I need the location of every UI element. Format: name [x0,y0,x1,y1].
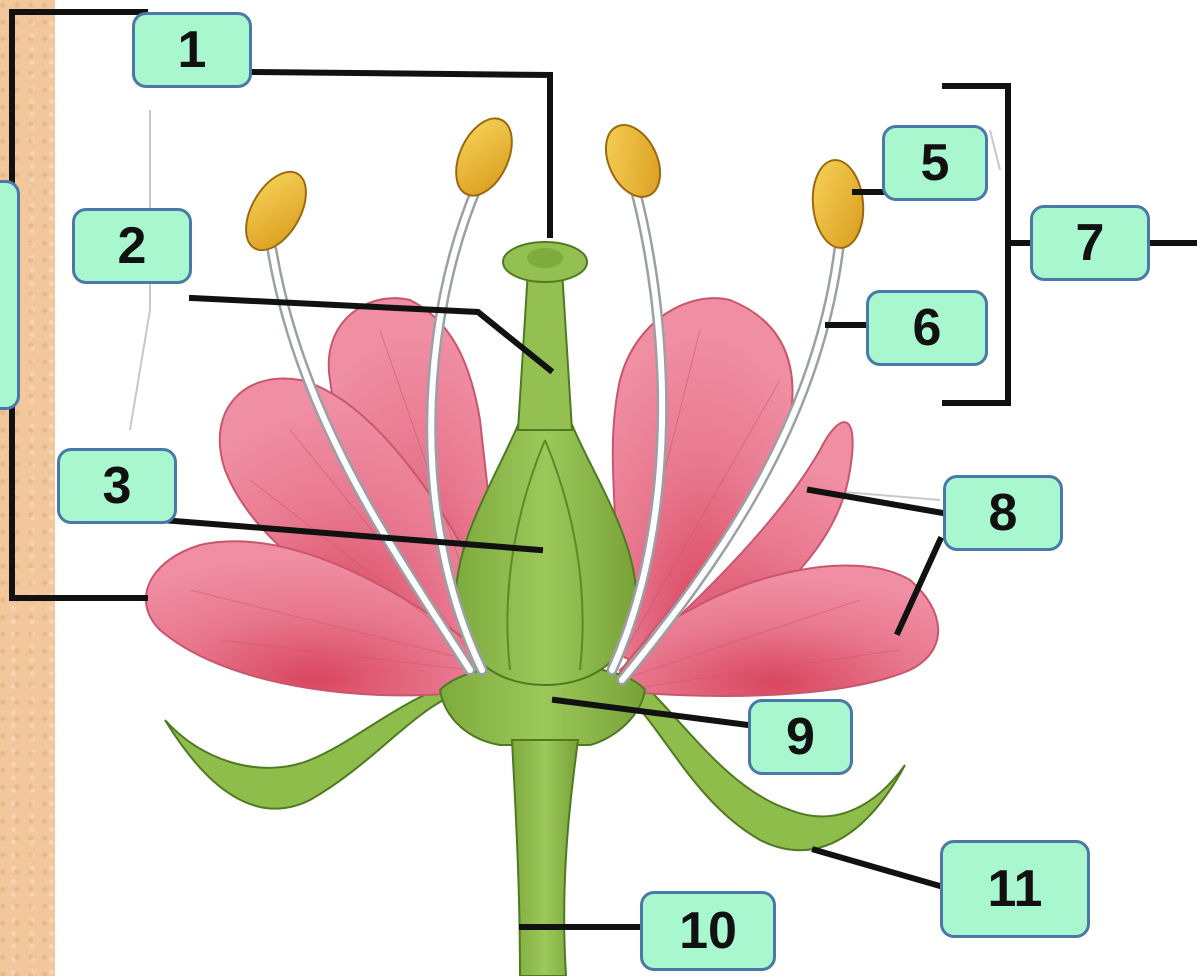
anther-2 [455,117,513,197]
leader-line-11 [811,846,944,890]
leader-line-8b [894,536,944,636]
filaments-highlight [269,182,843,683]
leader-line-3 [158,516,544,554]
label-11: 11 [940,840,1090,938]
leader-line-9 [551,696,752,729]
anther-1 [245,170,307,252]
petal-left-lower [144,540,481,697]
sepal-left [164,678,471,810]
label-3: 3 [57,448,177,524]
background-line [989,129,1001,171]
leader-line-2 [188,294,555,375]
stigma-center [527,248,563,268]
label-8: 8 [943,475,1063,551]
ovary-shape [454,419,638,687]
label-partial-left [0,180,20,410]
ovary-seam [506,439,584,671]
label-6: 6 [866,290,988,366]
leader-line-8a [806,486,947,517]
sepal-right [618,678,906,851]
leader-line-1 [248,68,553,238]
label-7: 7 [1030,205,1150,281]
background-line [129,110,151,431]
label-1: 1 [132,12,252,88]
anther-4 [811,159,865,249]
label-2: 2 [72,208,192,284]
label-5: 5 [882,125,988,201]
label-10: 10 [640,891,776,971]
label-9: 9 [748,699,853,775]
anther-3 [604,124,662,198]
stem-shape [510,739,580,976]
